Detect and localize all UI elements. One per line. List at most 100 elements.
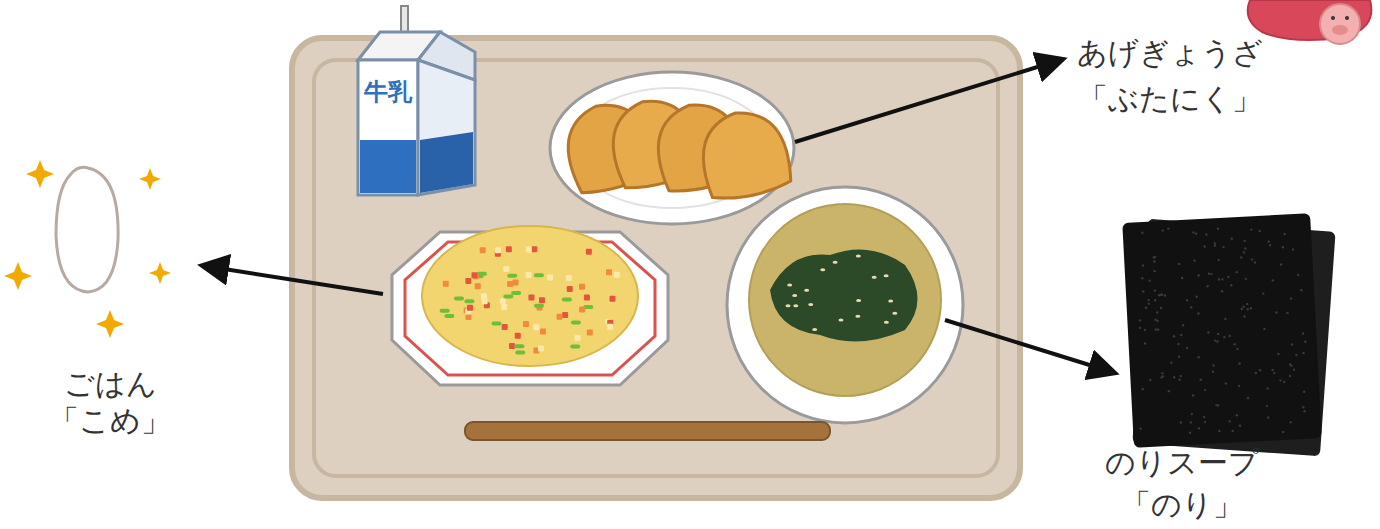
nori-dot	[1303, 391, 1305, 393]
sesame-seed	[884, 274, 889, 277]
sesame-seed	[833, 261, 838, 264]
nori-dot	[1190, 306, 1192, 308]
nori-dot	[1142, 264, 1144, 266]
nori-dot	[1178, 378, 1180, 380]
nori-dot	[1217, 333, 1219, 335]
seaweed	[770, 249, 918, 341]
sesame-seed	[808, 303, 813, 306]
dish-name: のりスープ	[1105, 446, 1259, 479]
nori-dot	[1153, 270, 1155, 272]
pig-eye	[1331, 16, 1335, 20]
rice-bit	[586, 249, 592, 255]
rice-bit	[531, 246, 537, 252]
nori-dot	[1204, 389, 1206, 391]
nori-dot	[1218, 278, 1220, 280]
nori-dot	[1195, 232, 1197, 234]
nori-dot	[1266, 405, 1268, 407]
rice-bit	[482, 298, 488, 304]
nori-dot	[1241, 308, 1243, 310]
dish-name: あげぎょうざ	[1077, 36, 1263, 69]
nori-dot	[1236, 414, 1238, 416]
rice-bit	[526, 247, 532, 253]
nori-dot	[1228, 335, 1230, 337]
leader-arrow	[945, 320, 1112, 372]
nori-dot	[1224, 318, 1226, 320]
nori-dot	[1271, 369, 1273, 371]
sesame-seed	[888, 299, 893, 302]
nori-dot	[1204, 421, 1206, 423]
pig-nose	[1332, 25, 1348, 35]
rice-bit	[562, 312, 568, 318]
rice-bit	[538, 345, 544, 351]
sesame-seed	[838, 319, 843, 322]
nori-dot	[1186, 347, 1188, 349]
ingredient-name: 「のり」	[1121, 488, 1243, 521]
sparkles	[4, 160, 171, 338]
nori-dot	[1302, 332, 1304, 334]
tray-rim	[314, 60, 998, 476]
nori-dot	[1141, 232, 1143, 234]
nori-dot	[1173, 335, 1175, 337]
rice-bit	[467, 305, 473, 311]
rice-bit	[547, 275, 553, 281]
rice-bit	[539, 297, 545, 303]
sesame-seed	[855, 315, 860, 318]
green-onion	[534, 304, 544, 308]
nori-dot	[1153, 256, 1155, 258]
rice-bit	[540, 329, 546, 335]
rice-bit	[503, 266, 509, 272]
pig-eye	[1345, 16, 1349, 20]
nori-dot	[1197, 356, 1199, 358]
nori-dot	[1154, 289, 1156, 291]
nori-dot	[1154, 319, 1156, 321]
rice-bit	[465, 314, 471, 320]
sesame-seed	[792, 294, 797, 297]
rice-bit	[443, 281, 449, 287]
chopsticks	[465, 422, 830, 440]
nori-dot	[1198, 427, 1200, 429]
nori-dot	[1302, 406, 1304, 408]
nori-dot	[1255, 372, 1257, 374]
rice-bit	[614, 272, 620, 278]
nori-dot	[1197, 274, 1199, 276]
nori-dot	[1180, 375, 1182, 377]
green-onion	[454, 297, 464, 301]
nori-dot	[1148, 279, 1150, 281]
rice-bit	[525, 272, 531, 278]
fried-rice-dish	[392, 226, 668, 385]
sesame-seed	[892, 312, 897, 315]
nori-dot	[1243, 315, 1245, 317]
sparkle	[4, 262, 32, 290]
nori-dot	[1180, 421, 1182, 423]
rice-bit	[495, 247, 501, 253]
nori-dot	[1197, 312, 1199, 314]
nori-dot	[1208, 273, 1210, 275]
nori-dot	[1231, 430, 1233, 432]
nori-sheet	[1122, 213, 1322, 448]
rice-bit	[507, 281, 513, 287]
green-onion	[511, 291, 521, 295]
nori-dot	[1269, 244, 1271, 246]
nori-dot	[1302, 352, 1304, 354]
nori-dot	[1292, 248, 1294, 250]
leader-arrow	[205, 266, 383, 294]
rice-bit	[575, 335, 581, 341]
sparkle	[26, 160, 54, 188]
rice-bit	[587, 330, 593, 336]
nori-dot	[1149, 379, 1151, 381]
nori-dot	[1181, 277, 1183, 279]
carton-text: 牛乳	[364, 79, 412, 105]
nori-dot	[1160, 307, 1162, 309]
nori-dot	[1162, 375, 1164, 377]
carton-band	[360, 140, 416, 193]
nori-dot	[1142, 388, 1144, 390]
nori-dot	[1192, 394, 1194, 396]
rice-bit	[567, 286, 573, 292]
nori-dot	[1279, 379, 1281, 381]
nori-dot	[1290, 421, 1292, 423]
nori-dot	[1229, 420, 1231, 422]
rice-bit	[513, 280, 519, 286]
fried-rice	[422, 226, 638, 366]
nori-dot	[1141, 277, 1143, 279]
rice-bits	[440, 246, 620, 354]
